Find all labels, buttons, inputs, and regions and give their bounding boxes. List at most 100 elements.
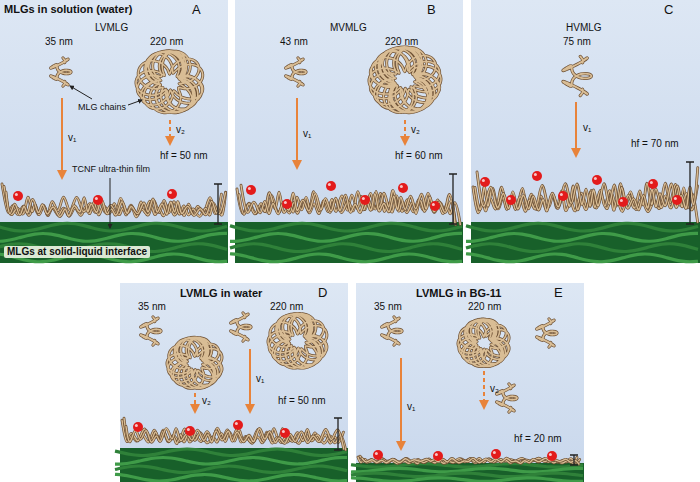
- mlg-chain: [126, 426, 344, 448]
- adsorbed-dot: [13, 191, 23, 201]
- velocity-label: v₂: [176, 124, 185, 136]
- mlg-chain: [51, 58, 71, 86]
- thickness-label: hf = 50 nm: [160, 150, 208, 162]
- adsorbed-dot: [618, 197, 628, 207]
- dot-highlight: [248, 187, 251, 190]
- mlg-chain: [4, 186, 225, 216]
- mlg-chain: [358, 457, 580, 463]
- adsorbed-dot: [133, 422, 143, 432]
- adsorbed-dot: [433, 451, 443, 461]
- size-label: 43 nm: [280, 36, 308, 48]
- slow-arrow: [483, 371, 485, 408]
- adsorbed-dot: [280, 428, 290, 438]
- dot-highlight: [594, 177, 597, 180]
- cellulose-fibre: [466, 233, 698, 241]
- adsorbed-dot: [532, 171, 542, 181]
- mlg-chain: [241, 185, 455, 224]
- section-title: MLGs at solid-liquid interface: [4, 246, 150, 258]
- adsorbed-dot: [480, 177, 490, 187]
- cellulose-fibre: [0, 233, 227, 241]
- mlg-chain: [268, 313, 327, 368]
- sample-name: LVMLG in BG-11: [416, 287, 501, 300]
- cellulose-fibre: [115, 474, 347, 481]
- dot-highlight: [135, 424, 138, 427]
- size-label: 75 nm: [563, 36, 591, 48]
- dot-highlight: [650, 181, 653, 184]
- thickness-label: hf = 60 nm: [395, 150, 443, 162]
- cellulose-fibre: [115, 457, 347, 464]
- size-label: 220 nm: [150, 36, 183, 48]
- mlg-chain: [2, 184, 226, 216]
- dot-highlight: [534, 173, 537, 176]
- mlg-chain: [497, 384, 517, 412]
- mlg-chain: [231, 313, 251, 341]
- adsorbed-dot: [506, 195, 516, 205]
- adsorbed-dot: [491, 449, 501, 459]
- cellulose-fibre: [0, 244, 227, 252]
- mlg-chain: [286, 58, 306, 86]
- dot-highlight: [482, 179, 485, 182]
- adsorbed-dot: [233, 420, 243, 430]
- dot-highlight: [187, 428, 190, 431]
- velocity-label: v₂: [202, 395, 211, 407]
- thickness-bar: [334, 418, 342, 450]
- thickness-label: hf = 70 nm: [631, 138, 679, 150]
- panel-illustration: [351, 317, 584, 482]
- adsorbed-dot: [326, 181, 336, 191]
- cellulose-fibre: [0, 223, 227, 231]
- mlg-chain: [136, 51, 203, 113]
- callout-label: TCNF ultra-thin film: [72, 164, 150, 174]
- adsorbed-dot: [672, 195, 682, 205]
- sample-name: HVMLG: [566, 22, 602, 34]
- dot-highlight: [235, 422, 238, 425]
- adsorbed-dot: [547, 451, 557, 461]
- mlg-chain: [4, 186, 225, 216]
- adsorbed-dot: [592, 175, 602, 185]
- cellulose-fibre: [351, 468, 583, 472]
- panel-letter: A: [192, 3, 201, 18]
- mlg-chain: [369, 47, 441, 113]
- fast-arrow: [400, 358, 402, 449]
- mlg-chain: [51, 58, 71, 86]
- mlg-chain: [2, 184, 226, 216]
- cellulose-fibre: [351, 473, 583, 477]
- size-label: 220 nm: [270, 301, 303, 313]
- fast-arrow: [575, 102, 577, 156]
- size-label: 35 nm: [45, 36, 73, 48]
- panel-letter: B: [427, 3, 436, 18]
- adsorbed-dot: [648, 179, 658, 189]
- mlg-chain: [458, 319, 509, 366]
- mlg-chain: [241, 185, 455, 224]
- cellulose-fibre: [351, 478, 583, 482]
- thickness-bar: [686, 162, 694, 224]
- adsorbed-dot: [282, 199, 292, 209]
- cellulose-fibre: [466, 254, 698, 262]
- callout-label: MLG chains: [78, 102, 126, 112]
- panel-letter: C: [664, 3, 673, 18]
- cellulose-fibre: [351, 464, 583, 468]
- panel-illustration: [466, 56, 700, 263]
- dot-highlight: [328, 183, 331, 186]
- adsorbed-dot: [360, 195, 370, 205]
- velocity-label: v₁: [583, 122, 591, 134]
- thickness-bar: [570, 455, 578, 465]
- mlg-chain: [141, 317, 161, 345]
- mlg-chain: [124, 418, 346, 450]
- fast-arrow: [61, 98, 63, 178]
- mlg-chain: [6, 192, 221, 216]
- leader-line: [128, 100, 142, 105]
- cellulose-fibre: [230, 244, 462, 252]
- mlg-chain: [563, 56, 591, 95]
- dot-highlight: [375, 452, 378, 455]
- dot-highlight: [400, 185, 403, 188]
- cellulose-fibre: [230, 254, 462, 262]
- fast-arrow: [296, 98, 298, 168]
- dot-highlight: [508, 197, 511, 200]
- adsorbed-dot: [558, 191, 568, 201]
- sample-name: LVMLG: [95, 22, 128, 34]
- section-title: MLGs in solution (water): [4, 3, 132, 16]
- panel-illustration: [0, 51, 228, 263]
- size-label: 220 nm: [468, 301, 501, 313]
